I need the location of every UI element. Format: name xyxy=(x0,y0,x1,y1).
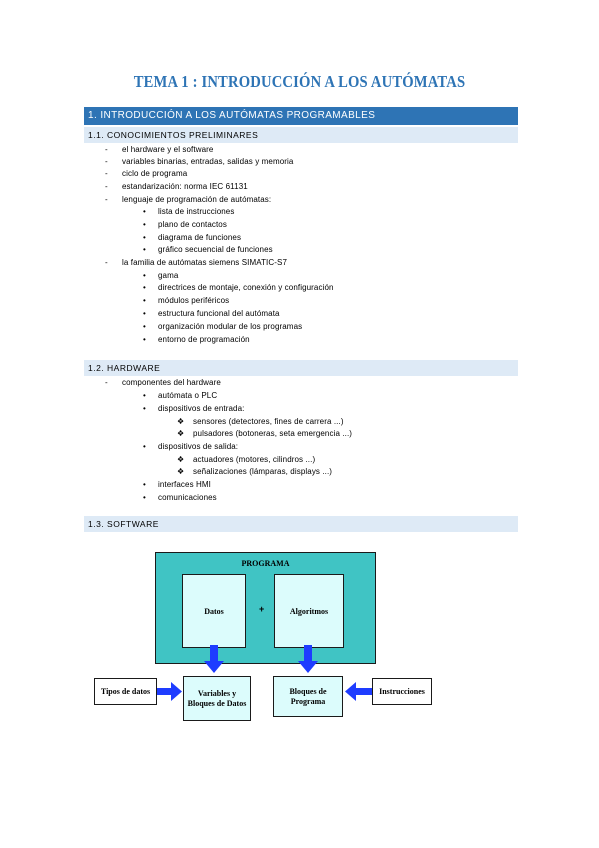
list-item: lenguaje de programación de autómatas: xyxy=(122,195,272,204)
list-item: dispositivos de entrada: xyxy=(158,404,245,413)
bullet-marker: • xyxy=(143,335,146,344)
bullet-marker: • xyxy=(143,391,146,400)
list-item: organización modular de los programas xyxy=(158,322,303,331)
instrucciones-box: Instrucciones xyxy=(372,678,432,705)
list-item: ciclo de programa xyxy=(122,169,188,178)
bullet-marker: • xyxy=(143,245,146,254)
dash-marker: - xyxy=(105,157,108,166)
list-item: interfaces HMI xyxy=(158,480,211,489)
left-arrow-shaft xyxy=(355,688,372,695)
list-item: señalizaciones (lámparas, displays ...) xyxy=(193,467,333,476)
list-item: estructura funcional del autómata xyxy=(158,309,280,318)
list-item: diagrama de funciones xyxy=(158,233,242,242)
bullet-marker: • xyxy=(143,233,146,242)
list-item: gráfico secuencial de funciones xyxy=(158,245,273,254)
subsection-heading-1-2: 1.2. HARDWARE xyxy=(84,360,518,376)
tipos-de-datos-box: Tipos de datos xyxy=(94,678,157,705)
list-item: módulos periféricos xyxy=(158,296,230,305)
left-arrow-head xyxy=(345,682,356,701)
bullet-marker: • xyxy=(143,271,146,280)
right-arrow-shaft xyxy=(157,688,172,695)
list-item: plano de contactos xyxy=(158,220,227,229)
list-item: pulsadores (botoneras, seta emergencia .… xyxy=(193,429,353,438)
bullet-marker: • xyxy=(143,309,146,318)
list-item: la familia de autómatas siemens SIMATIC-… xyxy=(122,258,288,267)
dash-marker: - xyxy=(105,378,108,387)
datos-box: Datos xyxy=(182,574,246,648)
dash-marker: - xyxy=(105,169,108,178)
page-title: TEMA 1 : INTRODUCCIÓN A LOS AUTÓMATAS xyxy=(133,72,466,91)
diamond-marker: ❖ xyxy=(177,429,185,438)
list-item: dispositivos de salida: xyxy=(158,442,239,451)
bullet-marker: • xyxy=(143,480,146,489)
dash-marker: - xyxy=(105,182,108,191)
programa-label: PROGRAMA xyxy=(241,559,290,568)
plus-sign: + xyxy=(259,604,265,614)
bullet-marker: • xyxy=(143,283,146,292)
dash-marker: - xyxy=(105,195,108,204)
algoritmos-box: Algoritmos xyxy=(274,574,344,648)
bullet-marker: • xyxy=(143,220,146,229)
list-item: gama xyxy=(158,271,179,280)
bullet-marker: • xyxy=(143,296,146,305)
bloques-programa-box: Bloques de Programa xyxy=(273,676,343,717)
down-arrow-datos-shaft xyxy=(210,645,218,662)
list-item: variables binarias, entradas, salidas y … xyxy=(122,157,294,166)
subsection-heading-1-3: 1.3. SOFTWARE xyxy=(84,516,518,532)
subsection-heading-1-1: 1.1. CONOCIMIENTOS PRELIMINARES xyxy=(84,127,518,143)
list-item: comunicaciones xyxy=(158,493,217,502)
list-item: autómata o PLC xyxy=(158,391,218,400)
bullet-marker: • xyxy=(143,322,146,331)
right-arrow-head xyxy=(171,682,182,701)
list-item: actuadores (motores, cilindros ...) xyxy=(193,455,316,464)
list-item: directrices de montaje, conexión y confi… xyxy=(158,283,334,292)
dash-marker: - xyxy=(105,258,108,267)
bullet-marker: • xyxy=(143,404,146,413)
list-item: estandarización: norma IEC 61131 xyxy=(122,182,248,191)
diamond-marker: ❖ xyxy=(177,467,185,476)
down-arrow-algoritmos-head xyxy=(298,661,318,673)
variables-bloques-box: Variables y Bloques de Datos xyxy=(183,676,251,721)
down-arrow-datos-head xyxy=(204,661,224,673)
list-item: sensores (detectores, fines de carrera .… xyxy=(193,417,344,426)
list-item: el hardware y el software xyxy=(122,145,214,154)
list-item: entorno de programación xyxy=(158,335,250,344)
bullet-marker: • xyxy=(143,493,146,502)
bullet-marker: • xyxy=(143,207,146,216)
list-item: componentes del hardware xyxy=(122,378,221,387)
dash-marker: - xyxy=(105,145,108,154)
bullet-marker: • xyxy=(143,442,146,451)
down-arrow-algoritmos-shaft xyxy=(304,645,312,662)
diamond-marker: ❖ xyxy=(177,455,185,464)
section-heading-1: 1. INTRODUCCIÓN A LOS AUTÓMATAS PROGRAMA… xyxy=(84,107,518,125)
diamond-marker: ❖ xyxy=(177,417,185,426)
list-item: lista de instrucciones xyxy=(158,207,235,216)
